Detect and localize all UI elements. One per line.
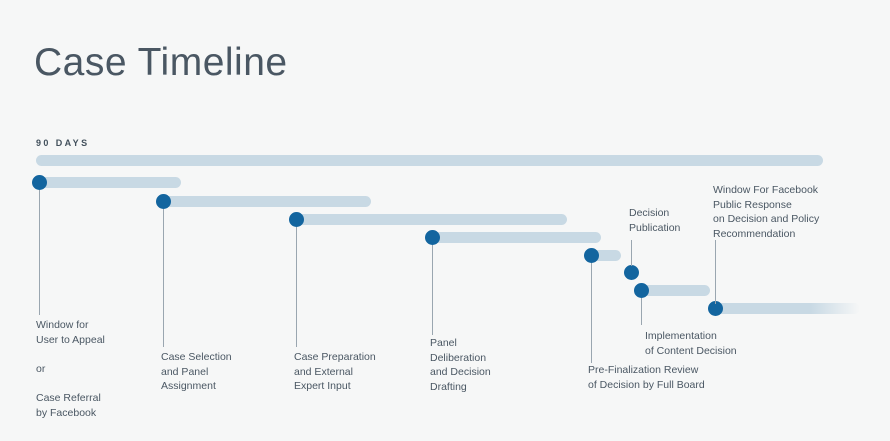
phase-bar-window-for-user-to-appeal bbox=[36, 177, 181, 188]
leader-line-implementation-of-content-decision bbox=[641, 298, 642, 325]
phase-marker-decision-publication[interactable] bbox=[624, 265, 639, 280]
caption-implementation-of-content-decision: Implementation of Content Decision bbox=[645, 330, 737, 357]
phase-bar-window-for-facebook-public-response bbox=[715, 303, 860, 314]
phase-bar-case-selection-and-panel-assignment bbox=[163, 196, 371, 207]
phase-marker-window-for-user-to-appeal[interactable] bbox=[32, 175, 47, 190]
leader-line-panel-deliberation-and-decision-drafting bbox=[432, 245, 433, 335]
phase-marker-panel-deliberation-and-decision-drafting[interactable] bbox=[425, 230, 440, 245]
caption-case-preparation-and-external-expert-input: Case Preparation and External Expert Inp… bbox=[294, 351, 376, 393]
phase-bar-implementation-of-content-decision bbox=[641, 285, 710, 296]
phase-marker-case-selection-and-panel-assignment[interactable] bbox=[156, 194, 171, 209]
leader-line-case-selection-and-panel-assignment bbox=[163, 209, 164, 347]
caption-panel-deliberation-and-decision-drafting: Panel Deliberation and Decision Drafting bbox=[430, 337, 491, 393]
phase-marker-case-preparation-and-external-expert-input[interactable] bbox=[289, 212, 304, 227]
reference-track-90-days bbox=[36, 155, 823, 166]
caption-decision-publication: Decision Publication bbox=[629, 207, 681, 234]
leader-line-window-for-user-to-appeal bbox=[39, 190, 40, 315]
caption-pre-finalization-review: Pre-Finalization Review of Decision by F… bbox=[588, 364, 705, 391]
phase-marker-window-for-facebook-public-response[interactable] bbox=[708, 301, 723, 316]
scale-label-90-days: 90 DAYS bbox=[36, 138, 90, 148]
caption-window-for-facebook-public-response: Window For Facebook Public Response on D… bbox=[713, 184, 820, 240]
phase-marker-implementation-of-content-decision[interactable] bbox=[634, 283, 649, 298]
leader-line-case-preparation-and-external-expert-input bbox=[296, 227, 297, 347]
caption-case-selection-and-panel-assignment: Case Selection and Panel Assignment bbox=[161, 351, 232, 393]
phase-bar-pre-finalization-review bbox=[591, 250, 621, 261]
phase-bar-case-preparation-and-external-expert-input bbox=[296, 214, 567, 225]
leader-line-window-for-facebook-public-response bbox=[715, 240, 716, 304]
phase-bar-panel-deliberation-and-decision-drafting bbox=[432, 232, 601, 243]
phase-marker-pre-finalization-review[interactable] bbox=[584, 248, 599, 263]
page-title: Case Timeline bbox=[34, 41, 288, 84]
leader-line-decision-publication bbox=[631, 240, 632, 266]
leader-line-pre-finalization-review bbox=[591, 263, 592, 363]
caption-window-for-user-to-appeal: Window for User to Appeal or Case Referr… bbox=[36, 319, 105, 419]
